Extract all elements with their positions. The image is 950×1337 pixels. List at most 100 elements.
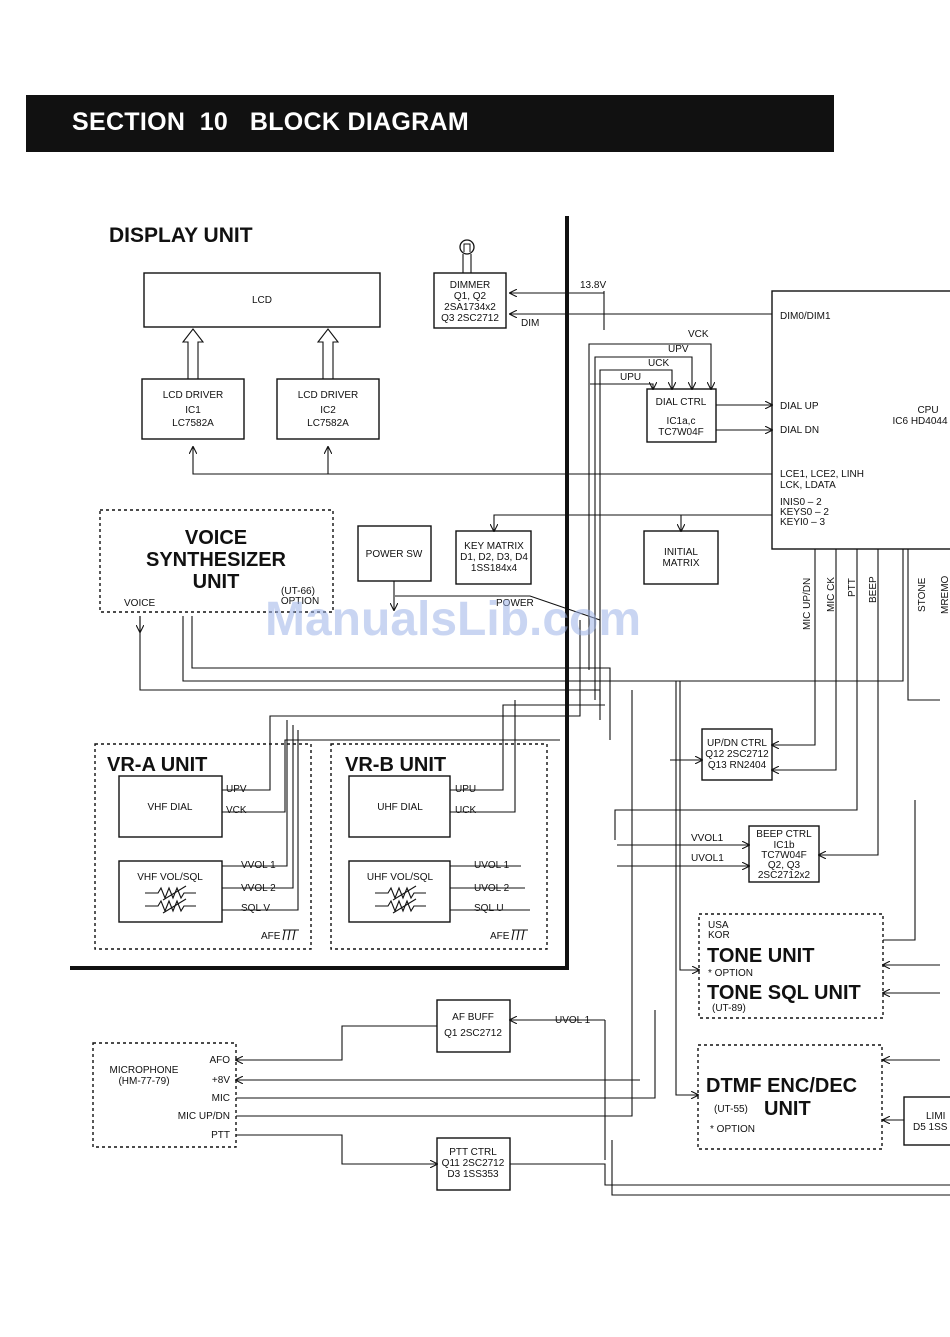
afe-a-label: AFE	[261, 931, 281, 942]
sqlv-label: SQL V	[241, 903, 270, 914]
dimmer-name: DIMMER	[450, 280, 491, 291]
initial-matrix-block	[643, 530, 719, 585]
ptt-ctrl-name: PTT CTRL	[449, 1147, 497, 1158]
dial-ctrl-ic: IC1a,c	[667, 416, 696, 427]
driver-to-lcd-arrows	[181, 328, 340, 379]
tone-usa: USA	[708, 920, 729, 931]
display-unit-title: DISPLAY UNIT	[109, 224, 253, 247]
vck-label: VCK	[226, 805, 247, 816]
dial-ctrl-block	[646, 388, 717, 443]
ptt-vert-label: PTT	[847, 578, 858, 597]
initial-matrix-line1: INITIAL	[664, 547, 698, 558]
af-buff-name: AF BUFF	[452, 1012, 494, 1023]
uhf-potentiometer-icon	[375, 885, 426, 914]
dtmf-unit-word: UNIT	[764, 1098, 811, 1120]
power-label: POWER	[496, 598, 534, 609]
key-matrix-name: KEY MATRIX	[464, 541, 524, 552]
mremo-label: MREMO	[940, 575, 950, 614]
mic-pin-micupdn: MIC UP/DN	[178, 1111, 230, 1122]
uck-b-label: UCK	[455, 805, 476, 816]
upu-top-label: UPU	[620, 372, 641, 383]
beep-ctrl-q-part: 2SC2712x2	[758, 870, 811, 881]
microphone-name: MICROPHONE	[110, 1065, 179, 1076]
voice-synth-option: OPTION	[281, 596, 319, 607]
dial-ctrl-name: DIAL CTRL	[656, 397, 707, 408]
voice-label: VOICE	[124, 598, 155, 609]
lcd-driver-1-part: LC7582A	[172, 418, 214, 429]
beep-ctrl-q: Q2, Q3	[768, 860, 801, 871]
beep-label: BEEP	[868, 576, 879, 603]
vhf-dial-block	[118, 775, 223, 838]
vck-top-label: VCK	[688, 329, 709, 340]
limiter-part: D5 1SS	[913, 1122, 948, 1133]
voice-synth-line1: VOICE	[185, 527, 247, 549]
key-matrix-diodes: D1, D2, D3, D4	[460, 552, 528, 563]
cpu-pin-dialup: DIAL UP	[780, 401, 819, 412]
v138-label: 13.8V	[580, 280, 606, 291]
lcd-driver-2-name: LCD DRIVER	[298, 390, 359, 401]
voice-synth-line2: SYNTHESIZER	[146, 549, 287, 571]
signal-wires	[140, 291, 950, 1196]
microphone-model: (HM-77-79)	[118, 1076, 169, 1087]
mic-pin-8v: +8V	[212, 1075, 230, 1086]
lcd-block	[143, 272, 381, 328]
dimmer-2sa: 2SA1734x2	[444, 302, 496, 313]
limiter-block	[903, 1096, 950, 1146]
af-buff-part: Q1 2SC2712	[444, 1028, 502, 1039]
lcd-label: LCD	[252, 295, 272, 306]
beep-ctrl-block	[748, 825, 820, 883]
cpu-pin-keyi: KEYI0 – 3	[780, 517, 825, 528]
dial-ctrl-part: TC7W04F	[658, 427, 704, 438]
dtmf-option: * OPTION	[710, 1124, 755, 1135]
dtmf-model: (UT-55)	[714, 1104, 748, 1115]
stone-label: STONE	[917, 577, 928, 612]
dimmer-q1q2: Q1, Q2	[454, 291, 487, 302]
vr-a-unit-title: VR-A UNIT	[107, 754, 207, 776]
upv-top-label: UPV	[668, 344, 689, 355]
updn-ctrl-q12: Q12 2SC2712	[705, 749, 769, 760]
vr-b-unit-block	[330, 743, 548, 950]
watermark-text: ManualsLib.com	[265, 593, 641, 646]
vvol1-right-label: VVOL1	[691, 833, 724, 844]
dimmer-block	[433, 272, 507, 329]
lcd-driver-1-name: LCD DRIVER	[163, 390, 224, 401]
updn-ctrl-block	[701, 728, 773, 781]
ptt-ctrl-q11: Q11 2SC2712	[442, 1158, 505, 1169]
lcd-driver-1-ic: IC1	[185, 405, 201, 416]
mic-pin-mic: MIC	[212, 1093, 230, 1104]
cpu-pin-lck: LCK, LDATA	[780, 480, 836, 491]
uck-top-label: UCK	[648, 358, 669, 369]
updn-ctrl-name: UP/DN CTRL	[707, 738, 767, 749]
tone-option: * OPTION	[708, 968, 753, 979]
tone-sql-unit-title: TONE SQL UNIT	[707, 982, 861, 1004]
cpu-ic: IC6 HD4044	[892, 416, 947, 427]
vhf-potentiometer-icon	[145, 885, 196, 914]
vr-b-unit-title: VR-B UNIT	[345, 754, 446, 776]
cpu-pin-inis: INIS0 – 2	[780, 497, 822, 508]
power-sw-block	[357, 525, 432, 582]
voice-synth-block	[99, 509, 334, 613]
mic-pin-afo: AFO	[209, 1055, 230, 1066]
dim-label: DIM	[521, 318, 539, 329]
beep-ctrl-part: TC7W04F	[761, 850, 807, 861]
vhf-volsql-label: VHF VOL/SQL	[137, 872, 203, 883]
initial-matrix-line2: MATRIX	[662, 558, 699, 569]
section-title: SECTION 10 BLOCK DIAGRAM	[72, 108, 470, 136]
lcd-driver-2-block	[276, 378, 380, 440]
lcd-driver-2-part: LC7582A	[307, 418, 349, 429]
beep-ctrl-name: BEEP CTRL	[756, 829, 812, 840]
cpu-pin-keys: KEYS0 – 2	[780, 507, 829, 518]
voice-synth-line3: UNIT	[193, 571, 240, 593]
uhf-volsql-label: UHF VOL/SQL	[367, 872, 434, 883]
uhf-volsql-block	[348, 860, 451, 923]
lcd-driver-1-block	[141, 378, 245, 440]
cpu-pin-dialdn: DIAL DN	[780, 425, 819, 436]
ptt-ctrl-block	[436, 1137, 511, 1191]
cpu-pin-lce: LCE1, LCE2, LINH	[780, 469, 864, 480]
tone-kor: KOR	[708, 930, 730, 941]
cpu-pin-dim: DIM0/DIM1	[780, 311, 831, 322]
uhf-dial-label: UHF DIAL	[377, 802, 423, 813]
lcd-driver-2-ic: IC2	[320, 405, 336, 416]
tone-model: (UT-89)	[712, 1003, 746, 1014]
